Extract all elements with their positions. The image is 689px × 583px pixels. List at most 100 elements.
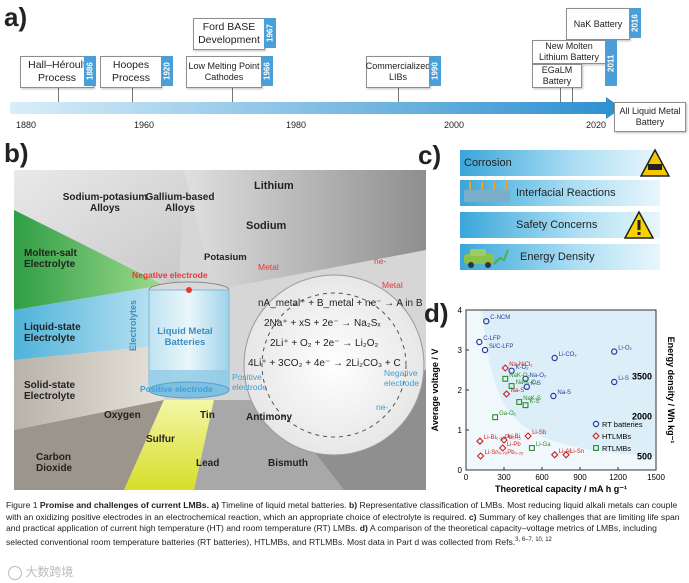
data-label: Na-NiCl₂ [509, 362, 533, 368]
event-stem [232, 86, 233, 102]
data-point [528, 445, 535, 451]
caption-c-text: Summary of key challenges that are limit… [6, 511, 680, 534]
panel-c-letter: c) [418, 140, 442, 170]
event-stem [398, 86, 399, 102]
data-label: Ga-O₂ [499, 411, 517, 417]
data-point [524, 432, 532, 440]
label-electrolytes: Electrolytes [128, 300, 138, 352]
data-label: Li-Bi [508, 434, 520, 440]
data-point [508, 367, 515, 375]
data-label: NaK-O₂ [509, 373, 530, 379]
y-tick-label: 4 [458, 306, 463, 315]
data-point [483, 318, 490, 325]
legend-marker [592, 420, 600, 428]
corrosion-icon [640, 148, 670, 177]
data-point [550, 392, 557, 400]
data-point [501, 364, 510, 372]
label-ne-top: ne- [374, 256, 387, 266]
panel-d-letter: d) [424, 298, 449, 328]
watermark-logo-icon [8, 565, 22, 580]
y-tick-label: 1 [458, 426, 463, 435]
label-ne-bottom: ne- [376, 402, 389, 412]
reaction-1: nA_metal⁺ + B_metal + ne⁻ → A in B [258, 298, 423, 309]
event-molten-lithium: New Molten Lithium Battery [532, 40, 606, 64]
interface-icon [464, 182, 510, 202]
data-point [551, 354, 558, 362]
challenge-bar [460, 150, 660, 176]
caption-b: b) [348, 500, 358, 510]
reaction-4: 4Li⁺ + 3CO₂ + 4e⁻ → 2Li₂CO₃ + C [248, 358, 401, 369]
energy-band [466, 310, 656, 457]
data-point [502, 375, 509, 382]
challenge-safety: Safety Concerns [516, 219, 598, 231]
panel-b-illustration [14, 170, 426, 490]
challenge-corrosion: Corrosion [464, 157, 512, 169]
label-molten-salt: Molten-salt Electrolyte [24, 248, 77, 270]
data-label: Li-Sb [532, 430, 547, 436]
legend-marker [593, 445, 599, 451]
event-commercialized-libs: Commercialized LIBs [366, 56, 430, 88]
label-oxygen: Oxygen [104, 410, 141, 421]
label-lmb: Liquid Metal Batteries [157, 326, 213, 348]
event-year-tab: 2016 [629, 8, 641, 38]
data-point [500, 436, 508, 444]
legend-label: RTLMBs [602, 444, 631, 453]
event-year-tab: 1886 [84, 56, 96, 86]
data-point [610, 348, 618, 355]
data-label: Li-O₂ [618, 346, 632, 352]
data-label: Li-Bi₀.₂₅Pb₀.₇₅ [484, 435, 521, 441]
event-year-tab: 2011 [605, 40, 617, 86]
x-axis-label: Theoretical capacity / mA h g⁻¹ [495, 484, 627, 494]
reaction-3: 2Li⁺ + O₂ + 2e⁻ → Li₂O₂ [270, 338, 379, 349]
event-hall-heroult: Hall–Héroult Process [20, 56, 94, 88]
car-icon [464, 249, 509, 268]
data-label: K-S [531, 381, 541, 387]
y-tick-label: 3 [458, 346, 463, 355]
data-label: Li-Pb [507, 442, 522, 448]
challenge-interfacial: Interfacial Reactions [516, 187, 616, 199]
label-circle-negative: Negative electrode [384, 368, 419, 388]
data-point [516, 399, 523, 405]
y-tick-label: 2 [458, 386, 463, 395]
data-label: K-S [530, 399, 540, 405]
energy-contour-label: 2000 [632, 412, 652, 422]
caption-refs: 3, 6–7, 10, 12 [515, 536, 552, 543]
year-tick: 2020 [586, 120, 607, 130]
panel-b-letter: b) [4, 138, 29, 168]
caption-fig: Figure 1 [6, 500, 38, 510]
data-point [523, 383, 531, 391]
data-label: K-O₂ [516, 365, 530, 371]
label-lithium: Lithium [254, 180, 294, 192]
event-hoopes: Hoopes Process [100, 56, 162, 88]
data-label: Si/C-LFP [489, 344, 513, 350]
data-label: Na-K-O₂ [516, 380, 539, 386]
label-solid-state: Solid-state Electrolyte [24, 380, 76, 402]
event-stem [132, 86, 133, 102]
label-bismuth: Bismuth [268, 458, 308, 469]
data-label: Li-Sn [570, 449, 584, 455]
label-ga-alloys: Gallium-based Alloys [145, 192, 215, 214]
event-year-tab: 1967 [264, 18, 276, 48]
event-egalm: EGaLM Battery [532, 64, 582, 88]
warning-icon [624, 210, 654, 239]
event-stem [560, 86, 561, 102]
event-ford-base: Ford BASE Development [193, 18, 265, 50]
x-tick-label: 300 [497, 473, 511, 482]
data-point [476, 338, 483, 346]
data-label: Na-S [557, 390, 571, 396]
event-year-tab: 1966 [261, 56, 273, 86]
event-year-tab: 1990 [429, 56, 441, 86]
label-liquid-state: Liquid-state Electrolyte [24, 322, 81, 344]
legend-label: RT batteries [602, 420, 643, 429]
data-point [562, 451, 570, 459]
legend-marker [592, 432, 600, 440]
label-sodium: Sodium [246, 220, 287, 232]
energy-contour-label: 500 [637, 452, 652, 462]
panel-a-letter: a) [4, 2, 28, 32]
label-metal-right: Metal [382, 280, 403, 290]
event-low-melting-cathodes: Low Melting Point Cathodes [186, 56, 262, 88]
caption-d-text: A comparison of the theoretical capacity… [6, 523, 657, 547]
data-point [502, 390, 511, 398]
label-nak-alloys: Sodium-potasium Alloys [62, 192, 148, 214]
data-point [522, 402, 529, 409]
